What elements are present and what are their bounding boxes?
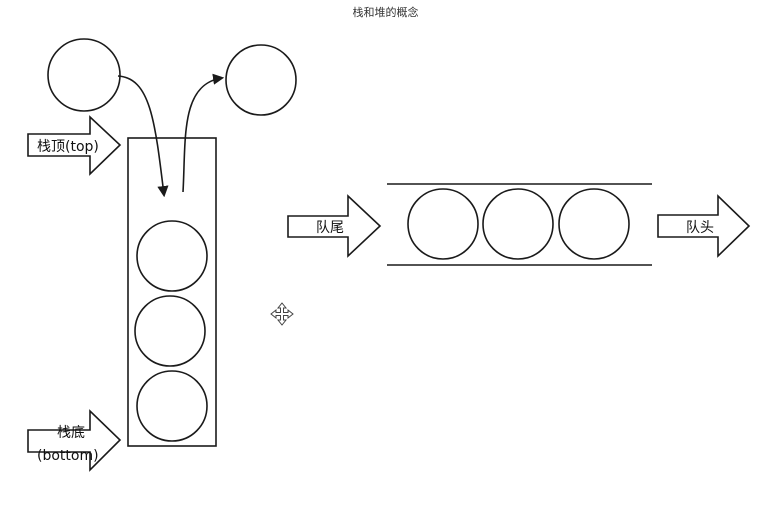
stack-container — [127, 137, 217, 447]
move-cursor-icon — [270, 302, 294, 326]
queue-element-circle — [558, 188, 630, 260]
queue-tail-arrow: 队尾 — [287, 194, 382, 258]
stack-top-label: 栈顶(top) — [37, 139, 99, 155]
queue-group: 队尾 队头 — [287, 183, 751, 266]
push-arrow — [117, 75, 169, 198]
popped-element-circle — [225, 44, 297, 116]
stack-element-circle — [134, 295, 206, 367]
queue-head-label: 队头 — [686, 220, 714, 236]
queue-head-arrow: 队头 — [657, 194, 751, 258]
pop-arrow — [182, 73, 225, 193]
stack-bottom-label-line2: (bottom) — [37, 448, 99, 464]
diagram-title: 栈和堆的概念 — [352, 6, 419, 19]
stack-group: 栈顶(top) 栈底 (bottom) — [27, 38, 297, 472]
push-element-circle — [47, 38, 121, 112]
stack-element-circle — [136, 370, 208, 442]
queue-element-circle — [407, 188, 479, 260]
stack-top-arrow: 栈顶(top) — [27, 115, 122, 176]
queue-tail-label: 队尾 — [316, 220, 344, 236]
stack-bottom-label-line1: 栈底 — [57, 425, 85, 441]
stack-element-circle — [136, 220, 208, 292]
stack-bottom-arrow: 栈底 (bottom) — [27, 409, 122, 472]
queue-element-circle — [482, 188, 554, 260]
